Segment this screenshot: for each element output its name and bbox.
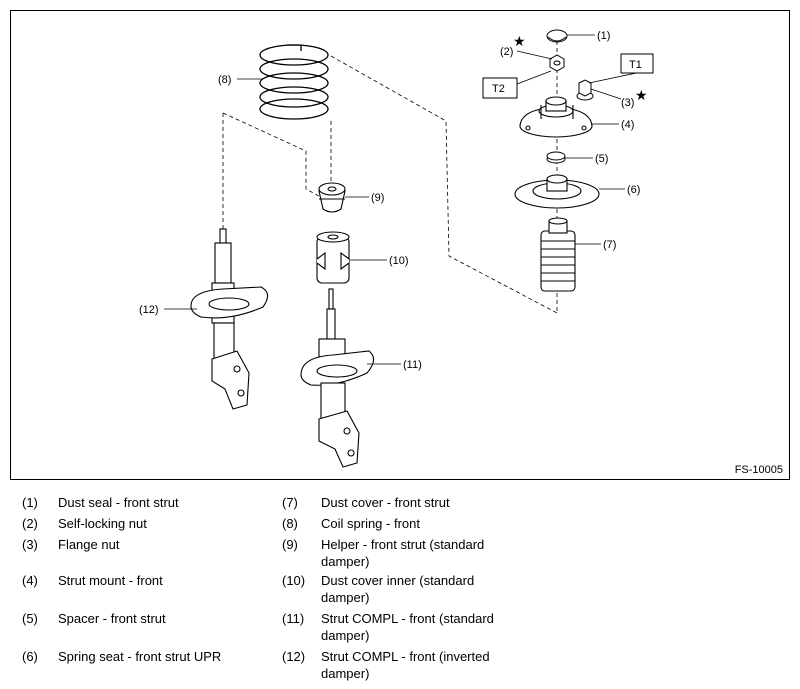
legend-column-right: (7) Dust cover - front strut (8) Coil sp…: [282, 494, 542, 684]
legend-text: Spring seat - front strut UPR: [58, 649, 222, 664]
figure-code: FS-10005: [734, 464, 783, 476]
dust-cover-drawing: [540, 217, 576, 292]
callout-3: (3): [621, 97, 634, 109]
legend-number: (4): [22, 573, 38, 588]
legend-column-left: (1) Dust seal - front strut (2) Self-loc…: [22, 494, 282, 684]
legend-number: (2): [22, 516, 38, 531]
legend-number: (5): [22, 611, 38, 626]
star-mark-flange-nut: ★: [635, 87, 648, 103]
legend-number: (6): [22, 649, 38, 664]
callout-6: (6): [627, 184, 640, 196]
inverted-damper-strut-drawing: [190, 228, 269, 410]
coil-spring-drawing: [259, 44, 329, 120]
callout-4: (4): [621, 119, 634, 131]
legend-text: Self-locking nut: [58, 516, 147, 531]
legend-text: Dust seal - front strut: [58, 495, 179, 510]
spring-seat-drawing: [514, 174, 600, 209]
self-locking-nut-drawing: [549, 54, 565, 72]
legend-text: Strut mount - front: [58, 573, 163, 588]
flange-nut-drawing: [576, 79, 594, 101]
legend-number: (11): [282, 611, 305, 626]
legend-text: Spacer - front strut: [58, 611, 166, 626]
callout-9: (9): [371, 192, 384, 204]
legend-number: (9): [282, 537, 298, 552]
legend-number: (3): [22, 537, 38, 552]
diagram-frame: (1) (2) (3) (4) (5) (6) (7) (8) (9) (10)…: [10, 10, 790, 480]
callout-11: (11): [403, 359, 422, 371]
exploded-strut-diagram: (1) (2) (3) (4) (5) (6) (7) (8) (9) (10)…: [139, 29, 654, 468]
parts-legend: (1) Dust seal - front strut (2) Self-loc…: [0, 494, 800, 684]
dust-cover-inner-drawing: [316, 231, 350, 284]
dust-seal-drawing: [546, 29, 568, 43]
legend-number: (12): [282, 649, 306, 664]
callout-8: (8): [218, 74, 231, 86]
leader-lines: [164, 34, 642, 365]
legend-text: Dust cover - front strut: [321, 495, 450, 510]
torque-box-t2: [482, 77, 518, 99]
legend-text: Coil spring - front: [321, 516, 420, 531]
strut-mount-drawing: [519, 96, 593, 138]
torque-label-t2: T2: [492, 83, 505, 95]
star-mark-self-locking-nut: ★: [513, 33, 526, 49]
legend-text: Flange nut: [58, 537, 120, 552]
spacer-drawing: [546, 151, 566, 164]
legend-text: Strut COMPL - front (inverted damper): [321, 649, 490, 681]
torque-label-t1: T1: [629, 59, 642, 71]
legend-number: (1): [22, 495, 38, 510]
legend-text: Dust cover inner (standard damper): [321, 573, 475, 605]
legend-number: (8): [282, 516, 298, 531]
callout-7: (7): [603, 239, 616, 251]
helper-drawing: [318, 182, 346, 213]
callout-1: (1): [597, 30, 610, 42]
callout-2: (2): [500, 46, 513, 58]
legend-text: Strut COMPL - front (standard damper): [321, 611, 494, 643]
callout-10: (10): [389, 255, 409, 267]
legend-text: Helper - front strut (standard damper): [321, 537, 485, 569]
standard-damper-strut-drawing: [300, 288, 375, 468]
torque-box-t1: [620, 53, 654, 74]
legend-number: (7): [282, 495, 298, 510]
callout-5: (5): [595, 153, 608, 165]
callout-12: (12): [139, 304, 159, 316]
legend-number: (10): [282, 573, 306, 588]
